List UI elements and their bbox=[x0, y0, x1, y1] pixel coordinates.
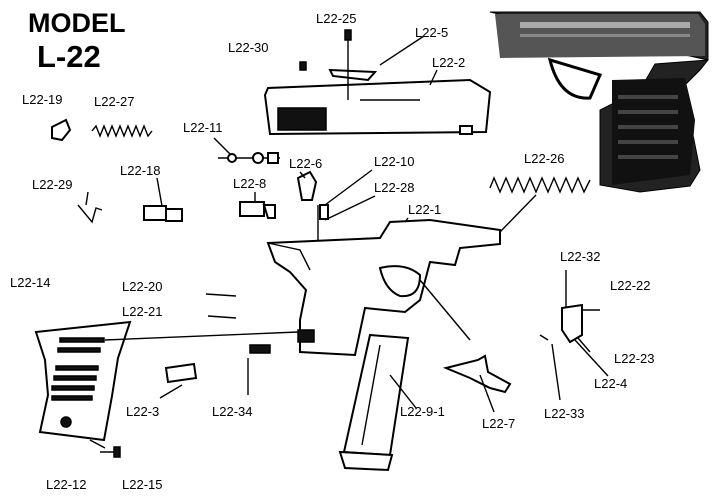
label-l22-25: L22-25 bbox=[316, 11, 356, 26]
label-l22-6: L22-6 bbox=[289, 156, 322, 171]
label-l22-4: L22-4 bbox=[594, 376, 627, 391]
part-l22-11 bbox=[218, 152, 280, 164]
label-l22-22: L22-22 bbox=[610, 278, 650, 293]
part-l22-8 bbox=[239, 201, 276, 219]
label-l22-10: L22-10 bbox=[374, 154, 414, 169]
label-l22-1: L22-1 bbox=[408, 202, 441, 217]
label-l22-21: L22-21 bbox=[122, 304, 162, 319]
label-l22-9-1: L22-9-1 bbox=[400, 404, 445, 419]
part-l22-19 bbox=[51, 118, 72, 142]
part-l22-5 bbox=[328, 68, 378, 82]
label-l22-12: L22-12 bbox=[46, 477, 86, 492]
part-l22-6 bbox=[296, 170, 318, 201]
part-l22-2-slide bbox=[263, 78, 492, 136]
part-l22-20 bbox=[205, 293, 237, 297]
label-l22-20: L22-20 bbox=[122, 279, 162, 294]
part-l22-21 bbox=[207, 315, 237, 319]
label-l22-3: L22-3 bbox=[126, 404, 159, 419]
label-l22-18: L22-18 bbox=[120, 163, 160, 178]
part-l22-27 bbox=[91, 124, 153, 138]
part-l22-1-frame bbox=[266, 218, 501, 357]
part-l22-4-assembly bbox=[539, 270, 600, 344]
label-l22-34: L22-34 bbox=[212, 404, 252, 419]
label-l22-11: L22-11 bbox=[183, 120, 223, 135]
label-l22-19: L22-19 bbox=[22, 92, 62, 107]
title-model-number: L-22 bbox=[37, 39, 101, 74]
title-model: MODEL bbox=[28, 8, 126, 38]
part-l22-3 bbox=[164, 362, 198, 384]
part-l22-34 bbox=[249, 344, 271, 354]
label-l22-5: L22-5 bbox=[415, 25, 448, 40]
part-l22-28 bbox=[319, 204, 329, 220]
part-l22-9-1-magazine bbox=[338, 333, 410, 472]
label-l22-29: L22-29 bbox=[32, 177, 72, 192]
label-l22-2: L22-2 bbox=[432, 55, 465, 70]
part-l22-18 bbox=[143, 205, 183, 222]
label-l22-27: L22-27 bbox=[94, 94, 134, 109]
label-l22-28: L22-28 bbox=[374, 180, 414, 195]
part-l22-12-screw bbox=[100, 446, 121, 458]
part-l22-7 bbox=[442, 354, 512, 394]
label-l22-8: L22-8 bbox=[233, 176, 266, 191]
label-l22-14: L22-14 bbox=[10, 275, 50, 290]
part-l22-26 bbox=[489, 176, 591, 194]
label-l22-26: L22-26 bbox=[524, 151, 564, 166]
part-l22-14-grip bbox=[34, 320, 132, 442]
part-l22-29 bbox=[77, 204, 103, 224]
leader-lines bbox=[85, 35, 609, 449]
pistol-photo bbox=[489, 11, 709, 193]
label-l22-15: L22-15 bbox=[122, 477, 162, 492]
label-l22-32: L22-32 bbox=[560, 249, 600, 264]
label-l22-23: L22-23 bbox=[614, 351, 654, 366]
label-l22-33: L22-33 bbox=[544, 406, 584, 421]
label-l22-30: L22-30 bbox=[228, 40, 268, 55]
part-l22-30 bbox=[299, 61, 307, 71]
label-l22-7: L22-7 bbox=[482, 416, 515, 431]
